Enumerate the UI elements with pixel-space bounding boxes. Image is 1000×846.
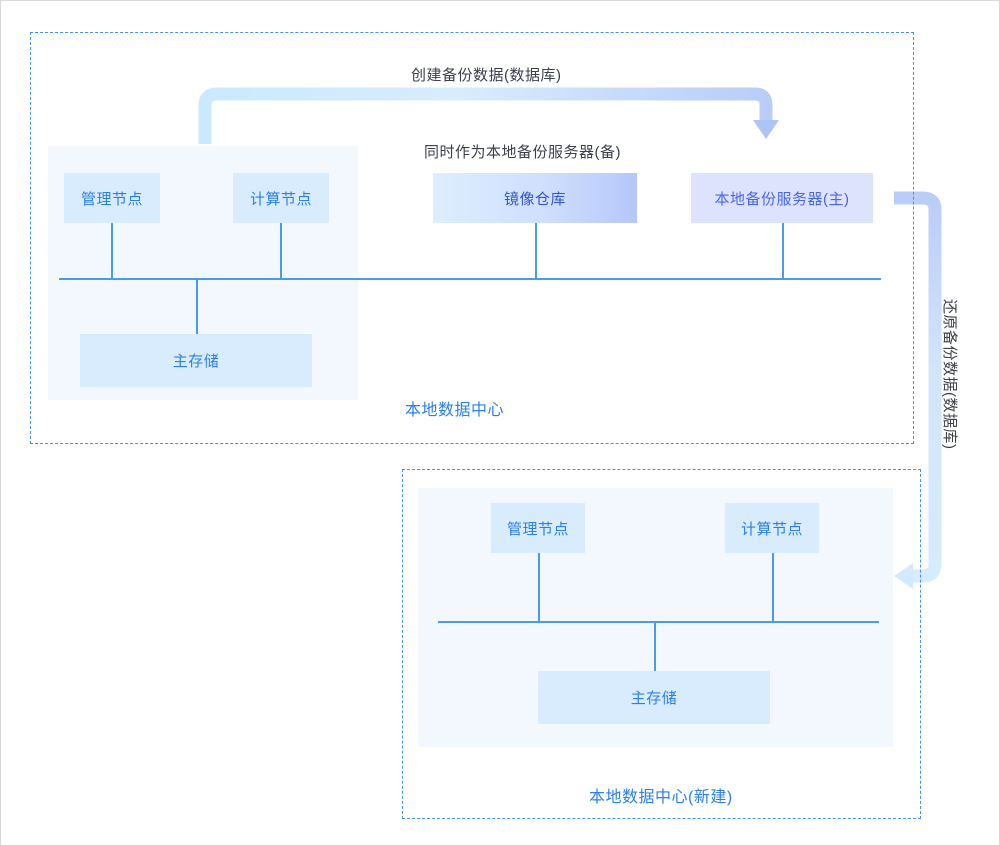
datacenter-top-frame: [30, 32, 914, 444]
bus-line-top: [59, 278, 881, 280]
connector-backup-server: [782, 223, 784, 279]
connector-compute-bottom: [772, 553, 774, 622]
connector-compute-top: [280, 223, 282, 279]
bus-line-bottom: [438, 621, 879, 623]
node-image-registry[interactable]: 镜像仓库: [433, 173, 637, 223]
datacenter-bottom-frame: [402, 469, 921, 819]
caption-restore-backup: 还原备份数据(数据库): [941, 299, 958, 450]
node-local-backup-server-primary[interactable]: 本地备份服务器(主): [691, 173, 873, 223]
node-management-bottom[interactable]: 管理节点: [491, 503, 585, 553]
caption-also-standby-server: 同时作为本地备份服务器(备): [424, 144, 621, 161]
datacenter-bottom-label: 本地数据中心(新建): [589, 789, 733, 806]
connector-storage-bottom: [654, 621, 656, 672]
connector-mgmt-top: [111, 223, 113, 279]
connector-storage-top: [196, 278, 198, 335]
node-management-top[interactable]: 管理节点: [64, 173, 160, 223]
node-compute-bottom[interactable]: 计算节点: [725, 503, 819, 553]
node-primary-storage-bottom[interactable]: 主存储: [538, 671, 770, 724]
datacenter-top-label: 本地数据中心: [405, 402, 505, 419]
connector-mgmt-bottom: [538, 553, 540, 622]
node-primary-storage-top[interactable]: 主存储: [80, 334, 312, 387]
caption-create-backup: 创建备份数据(数据库): [411, 67, 562, 84]
node-compute-top[interactable]: 计算节点: [233, 173, 329, 223]
connector-registry: [535, 223, 537, 279]
